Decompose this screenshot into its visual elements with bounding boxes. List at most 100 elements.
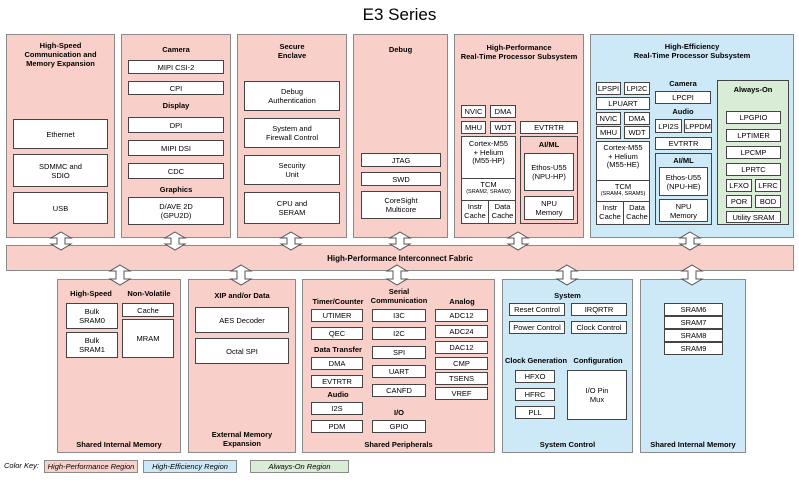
dave-box: D/AVE 2D (GPU2D): [128, 197, 224, 225]
key-hp: High-Performance Region: [44, 460, 138, 473]
display-title: Display: [162, 101, 190, 110]
bus-arrow-bottom-4: [680, 264, 704, 286]
hp-cpu-label: Cortex-M55 + Helium (M55-HP): [468, 139, 509, 166]
utility-sram-box: Utility SRAM: [726, 211, 781, 223]
audio-title: Audio: [327, 390, 349, 399]
lpcmp-box: LPCMP: [726, 146, 781, 159]
mram-box: MRAM: [122, 319, 174, 358]
debug-auth-box: Debug Authentication: [244, 81, 340, 111]
hp-sub-title: High-Performance Real-Time Processor Sub…: [460, 43, 578, 61]
hfrc-box: HFRC: [515, 388, 555, 401]
qec-box: QEC: [311, 327, 363, 340]
he-dcache: Data Cache: [624, 201, 650, 225]
io-title: I/O: [393, 408, 404, 417]
sram0-box: Bulk SRAM0: [66, 303, 118, 329]
gpio-box: GPIO: [372, 420, 426, 433]
always-on-block: Always-On LPGPIO LPTIMER LPCMP LPRTC LFX…: [717, 80, 789, 225]
bus-arrow-top-1: [163, 231, 187, 251]
security-unit-box: Security Unit: [244, 155, 340, 185]
always-on-title: Always-On: [733, 85, 773, 94]
bus-arrow-top-4: [506, 231, 530, 251]
shared-mem-left-block: High-Speed Non-Volatile Bulk SRAM0 Bulk …: [57, 279, 181, 453]
reset-control-box: Reset Control: [509, 303, 565, 316]
he-tcm-label: TCM: [597, 180, 649, 192]
i3c-box: I3C: [372, 309, 426, 322]
io-pin-mux-box: I/O Pin Mux: [567, 370, 627, 420]
he-tcm-sub: (SRAM4, SRAM5): [600, 191, 646, 197]
clock-control-box: Clock Control: [571, 321, 627, 334]
he-npu-mem-box: NPU Memory: [659, 199, 708, 222]
he-evtrtr-box: EVTRTR: [655, 137, 712, 150]
coresight-box: CoreSight Multicore: [361, 191, 441, 219]
lptimer-box: LPTIMER: [726, 129, 781, 142]
hp-aiml-title: AI/ML: [538, 140, 560, 149]
hp-wdt-box: WDT: [490, 121, 516, 134]
utimer-box: UTIMER: [311, 309, 363, 322]
bus-arrow-bottom-1: [229, 264, 253, 286]
sram8-box: SRAM8: [664, 329, 723, 342]
bus-arrow-top-5: [678, 231, 702, 251]
he-aiml-block: AI/ML Ethos-U55 (NPU-HE) NPU Memory: [655, 153, 712, 225]
hp-nvic-box: NVIC: [461, 105, 486, 118]
mipi-dsi-box: MIPI DSI: [128, 140, 224, 156]
bus-arrow-bottom-2: [385, 264, 409, 286]
lprtc-box: LPRTC: [726, 163, 781, 176]
cache-box: Cache: [122, 303, 174, 317]
debug-title: Debug: [388, 45, 413, 54]
he-camera-title: Camera: [669, 79, 697, 88]
lppdm-box: LPPDM: [684, 119, 712, 133]
por-box: POR: [726, 195, 752, 208]
xip-footer: External Memory Expansion: [211, 430, 273, 448]
hp-npu-mem-box: NPU Memory: [524, 196, 574, 220]
sram1-box: Bulk SRAM1: [66, 332, 118, 358]
jtag-box: JTAG: [361, 153, 441, 167]
xip-title: XIP and/or Data: [214, 291, 270, 300]
periph-evtrtr-box: EVTRTR: [311, 375, 363, 388]
pll-box: PLL: [515, 406, 555, 419]
dac12-box: DAC12: [435, 341, 488, 354]
lpgpio-box: LPGPIO: [726, 111, 781, 124]
uart-box: UART: [372, 365, 426, 378]
peripherals-footer: Shared Peripherals: [364, 440, 433, 449]
adc12-box: ADC12: [435, 309, 488, 322]
ethernet-box: Ethernet: [13, 119, 108, 149]
he-dma-box: DMA: [624, 112, 650, 125]
high-speed-title: High-Speed: [70, 289, 112, 298]
he-cpu-label: Cortex-M55 + Helium (M55-HE): [603, 143, 643, 170]
lpcpi-box: LPCPI: [655, 91, 711, 104]
analog-title: Analog: [449, 297, 475, 306]
bus-arrow-bottom-3: [555, 264, 579, 286]
bus-arrow-top-3: [388, 231, 412, 251]
hp-ethos-box: Ethos-U55 (NPU-HP): [524, 153, 574, 191]
hp-evtrtr-box: EVTRTR: [520, 121, 578, 134]
he-audio-title: Audio: [672, 107, 694, 116]
he-sub-title: High-Efficiency Real-Time Processor Subs…: [633, 42, 751, 60]
adc24-box: ADC24: [435, 325, 488, 338]
he-icache: Instr Cache: [597, 201, 624, 225]
camera-title: Camera: [162, 45, 190, 54]
usb-box: USB: [13, 192, 108, 224]
tsens-box: TSENS: [435, 372, 488, 385]
system-title: System: [554, 291, 581, 300]
he-ethos-box: Ethos-U55 (NPU-HE): [659, 167, 708, 196]
cpi-box: CPI: [128, 81, 224, 95]
bus-arrow-bottom-0: [108, 264, 132, 286]
lfrc-box: LFRC: [755, 179, 781, 192]
sdmmc-box: SDMMC and SDIO: [13, 154, 108, 187]
secure-title: Secure Enclave: [277, 42, 307, 60]
bus-arrow-top-2: [279, 231, 303, 251]
shared-mem-right-block: SRAM6 SRAM7 SRAM8 SRAM9 Shared Internal …: [640, 279, 746, 453]
sram7-box: SRAM7: [664, 316, 723, 329]
hp-tcm-sub: (SRAM2, SRAM3): [466, 189, 511, 195]
lpspi-box: LPSPI: [596, 82, 621, 95]
xip-block: XIP and/or Data AES Decoder Octal SPI Ex…: [188, 279, 296, 453]
serial-comm-title: Serial Communication: [370, 287, 428, 305]
sram9-box: SRAM9: [664, 342, 723, 355]
cmp-box: CMP: [435, 357, 488, 370]
shared-mem-left-footer: Shared Internal Memory: [76, 440, 162, 449]
sram6-box: SRAM6: [664, 303, 723, 316]
graphics-title: Graphics: [159, 185, 193, 194]
debug-block: Debug JTAG SWD CoreSight Multicore: [353, 34, 448, 238]
hp-icache: Instr Cache: [462, 200, 489, 224]
